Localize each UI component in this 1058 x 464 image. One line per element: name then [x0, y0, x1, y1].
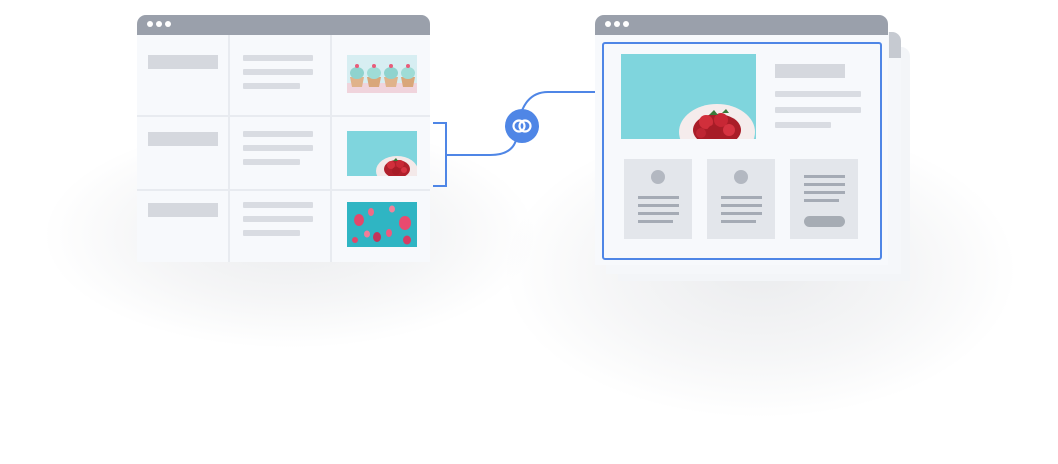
- list-item[interactable]: [137, 191, 228, 262]
- strawberries-thumbnail: [347, 131, 417, 176]
- list-item[interactable]: [332, 191, 430, 262]
- avatar-placeholder: [651, 170, 665, 184]
- text-line-placeholder: [775, 107, 861, 113]
- window-dot: [156, 21, 162, 27]
- card-text-line: [721, 204, 762, 207]
- card-text-line: [804, 199, 839, 202]
- source-list-window: [137, 15, 430, 262]
- info-card[interactable]: [624, 159, 692, 239]
- card-text-line: [721, 196, 762, 199]
- card-text-line: [721, 220, 756, 223]
- card-text-line: [638, 196, 679, 199]
- window-dot: [147, 21, 153, 27]
- title-placeholder: [148, 55, 218, 69]
- list-item[interactable]: [137, 35, 228, 115]
- cupcakes-thumbnail: [347, 55, 417, 93]
- list-item[interactable]: [230, 35, 330, 115]
- avatar-placeholder: [734, 170, 748, 184]
- selected-page-frame[interactable]: [602, 42, 882, 260]
- title-placeholder: [148, 132, 218, 146]
- title-bar: [137, 15, 430, 35]
- title-placeholder: [148, 203, 218, 217]
- text-line-placeholder: [243, 145, 313, 151]
- text-line-placeholder: [243, 216, 313, 222]
- card-text-line: [638, 212, 679, 215]
- card-text-line: [638, 204, 679, 207]
- cupcakes-image: [347, 55, 417, 93]
- action-card[interactable]: [790, 159, 858, 239]
- card-text-line: [804, 175, 845, 178]
- list-item[interactable]: [137, 117, 228, 189]
- window-dot: [623, 21, 629, 27]
- list-item[interactable]: [230, 191, 330, 262]
- text-line-placeholder: [243, 55, 313, 61]
- text-line-placeholder: [243, 83, 300, 89]
- info-card[interactable]: [707, 159, 775, 239]
- card-text-line: [804, 183, 845, 186]
- text-line-placeholder: [775, 122, 831, 128]
- strawberries-image: [621, 54, 756, 139]
- list-item[interactable]: [230, 117, 330, 189]
- window-dot: [605, 21, 611, 27]
- button-placeholder[interactable]: [804, 216, 845, 227]
- detail-title-placeholder: [775, 64, 845, 78]
- link-badge[interactable]: [505, 109, 539, 143]
- detail-window: [595, 15, 888, 265]
- card-text-line: [721, 212, 762, 215]
- window-controls: [147, 21, 171, 27]
- list-item[interactable]: [332, 117, 430, 189]
- strawberries-image: [347, 131, 417, 176]
- text-line-placeholder: [243, 230, 300, 236]
- card-text-line: [638, 220, 673, 223]
- selection-bracket: [433, 122, 447, 187]
- title-bar: [595, 15, 888, 35]
- balloons-thumbnail: [347, 202, 417, 247]
- list-item[interactable]: [332, 35, 430, 115]
- text-line-placeholder: [243, 69, 313, 75]
- hot-air-balloons-image: [347, 202, 417, 247]
- text-line-placeholder: [775, 91, 861, 97]
- window-dot: [165, 21, 171, 27]
- text-line-placeholder: [243, 159, 300, 165]
- hero-image: [621, 54, 756, 139]
- text-line-placeholder: [243, 202, 313, 208]
- card-text-line: [804, 191, 845, 194]
- linked-rings-icon: [512, 119, 532, 133]
- text-line-placeholder: [243, 131, 313, 137]
- window-dot: [614, 21, 620, 27]
- window-controls: [605, 21, 629, 27]
